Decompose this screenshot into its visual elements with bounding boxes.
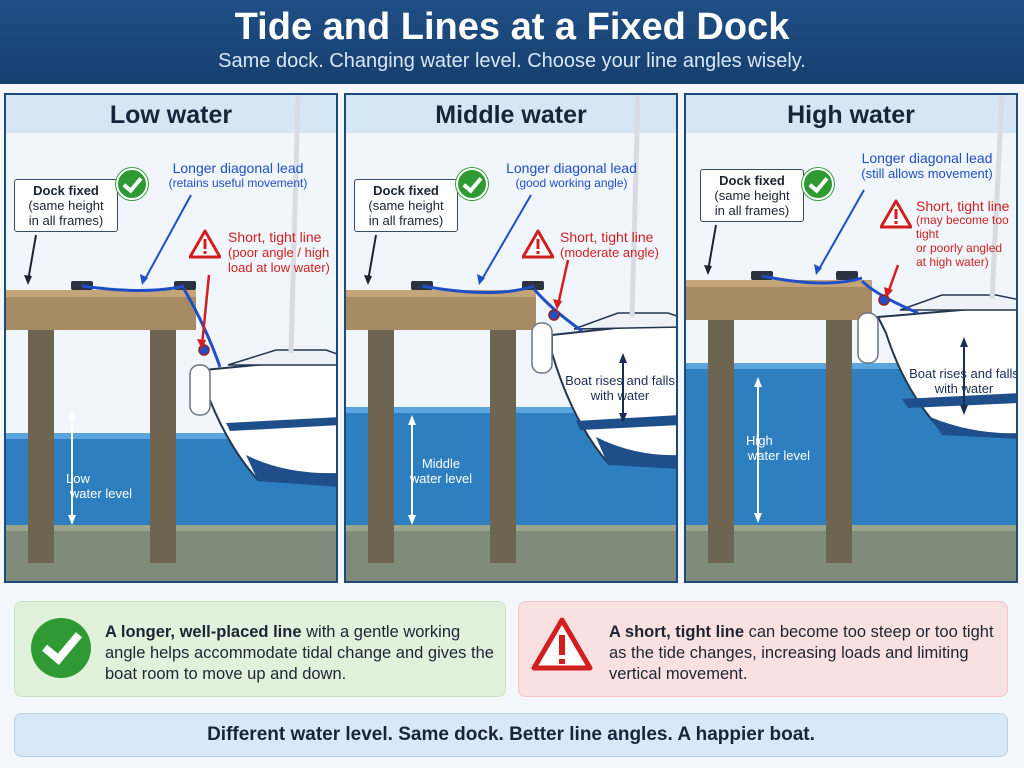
bad-practice-rest: can become too steep or too tight as the…: [609, 623, 994, 683]
dock-fixed-label: Dock fixed (same height in all frames): [354, 179, 458, 232]
label-line: Short, tight line: [916, 198, 1010, 214]
label-line: in all frames): [28, 213, 104, 228]
scene-low: [6, 95, 336, 581]
long-line-label: Longer diagonal lead (good working angle…: [484, 161, 659, 191]
water-level-label: High water level: [734, 433, 824, 463]
cleat: [836, 271, 858, 280]
cleat: [71, 281, 93, 290]
label-line: with water: [590, 388, 650, 403]
panel-middle-water: Middle water Dock fixed (same height in …: [344, 93, 678, 583]
good-practice-rest: with a gentle working angle helps accomm…: [105, 623, 494, 683]
page-title: Tide and Lines at a Fixed Dock: [234, 6, 790, 48]
water-level-label: Low water level: [56, 471, 146, 501]
panels: Low water Dock fixed (same height in all…: [0, 93, 1024, 585]
short-line-label: Short, tight line (moderate angle): [560, 229, 676, 261]
label-line: (same height: [28, 198, 104, 213]
label-line: (still allows movement): [861, 166, 993, 181]
piling: [28, 327, 54, 563]
label-line: in all frames): [714, 203, 790, 218]
label-line: Boat rises and falls: [565, 373, 675, 388]
piling: [490, 327, 516, 563]
bad-practice-text: A short, tight line can become too steep…: [609, 622, 1004, 685]
label-line: at high water): [916, 255, 989, 269]
good-practice-text: A longer, well-placed line with a gentle…: [105, 622, 500, 685]
long-line-label: Longer diagonal lead (still allows movem…: [832, 150, 1016, 182]
short-line-label: Short, tight line (may become too tight …: [916, 198, 1016, 269]
bad-practice-bold: A short, tight line: [609, 623, 745, 641]
check-icon: [456, 168, 488, 200]
bad-practice-note: A short, tight line can become too steep…: [518, 601, 1008, 697]
fender: [531, 322, 553, 374]
label-line: Longer diagonal lead: [861, 150, 993, 166]
piling: [708, 317, 734, 563]
fender: [857, 312, 879, 364]
dock-fixed-label: Dock fixed (same height in all frames): [14, 179, 118, 232]
label-line: Dock fixed: [33, 183, 99, 198]
check-icon: [802, 168, 834, 200]
long-line: [81, 284, 185, 292]
label-line: Middle: [421, 456, 461, 471]
boat-rises-label: Boat rises and falls with water: [904, 366, 1018, 396]
label-line: (may become too tight: [916, 213, 1009, 241]
label-line: water level: [747, 448, 811, 463]
panel-title: High water: [787, 101, 915, 129]
label-line: (same height: [714, 188, 790, 203]
label-line: High: [746, 433, 773, 448]
label-line: Dock fixed: [719, 173, 785, 188]
short-line-label: Short, tight line (poor angle / high loa…: [228, 229, 336, 276]
check-icon: [31, 618, 91, 678]
label-line: water level: [69, 486, 133, 501]
check-icon: [116, 168, 148, 200]
label-line: Longer diagonal lead: [506, 160, 637, 176]
piling: [150, 327, 176, 563]
mast: [288, 95, 301, 354]
piling: [826, 317, 852, 563]
piling: [368, 327, 394, 563]
dock-fixed-label: Dock fixed (same height in all frames): [700, 169, 804, 222]
panel-low-water: Low water Dock fixed (same height in all…: [4, 93, 338, 583]
label-line: (retains useful movement): [168, 176, 308, 190]
long-line: [421, 284, 535, 294]
label-line: Dock fixed: [373, 183, 439, 198]
label-line: Low: [66, 471, 90, 486]
label-line: in all frames): [368, 213, 444, 228]
label-line: with water: [934, 381, 994, 396]
mast: [989, 95, 1005, 300]
warning-icon: [880, 199, 912, 229]
label-line: (good working angle): [515, 176, 628, 190]
scene-high: [686, 95, 1016, 581]
header: Tide and Lines at a Fixed Dock Same dock…: [0, 0, 1024, 84]
warning-icon: [531, 617, 593, 671]
water-level-label: Middle water level: [396, 456, 486, 486]
label-line: (moderate angle): [560, 245, 659, 260]
warning-icon: [189, 229, 221, 259]
label-line: (same height: [368, 198, 444, 213]
label-line: Boat rises and falls: [909, 366, 1018, 381]
label-line: (poor angle / high: [228, 245, 330, 260]
label-line: Longer diagonal lead: [172, 160, 304, 176]
good-practice-note: A longer, well-placed line with a gentle…: [14, 601, 506, 697]
fender: [189, 364, 211, 416]
warning-icon: [522, 229, 554, 259]
footer-banner: Different water level. Same dock. Better…: [14, 713, 1008, 757]
page-subtitle: Same dock. Changing water level. Choose …: [218, 50, 806, 72]
label-line: Short, tight line: [228, 229, 322, 245]
panel-high-water: High water Dock fixed (same height in al…: [684, 93, 1018, 583]
good-practice-bold: A longer, well-placed line: [105, 623, 302, 641]
label-line: Short, tight line: [560, 229, 654, 245]
label-line: or poorly angled: [916, 241, 1003, 255]
scene-middle: [346, 95, 676, 581]
long-line: [761, 274, 863, 285]
boat-rises-label: Boat rises and falls with water: [560, 373, 676, 403]
label-line: water level: [409, 471, 473, 486]
panel-title: Middle water: [435, 101, 587, 129]
panel-title: Low water: [109, 101, 233, 129]
long-line-label: Longer diagonal lead (retains useful mov…: [144, 161, 332, 191]
label-line: load at low water): [228, 260, 330, 275]
mast: [629, 95, 641, 318]
